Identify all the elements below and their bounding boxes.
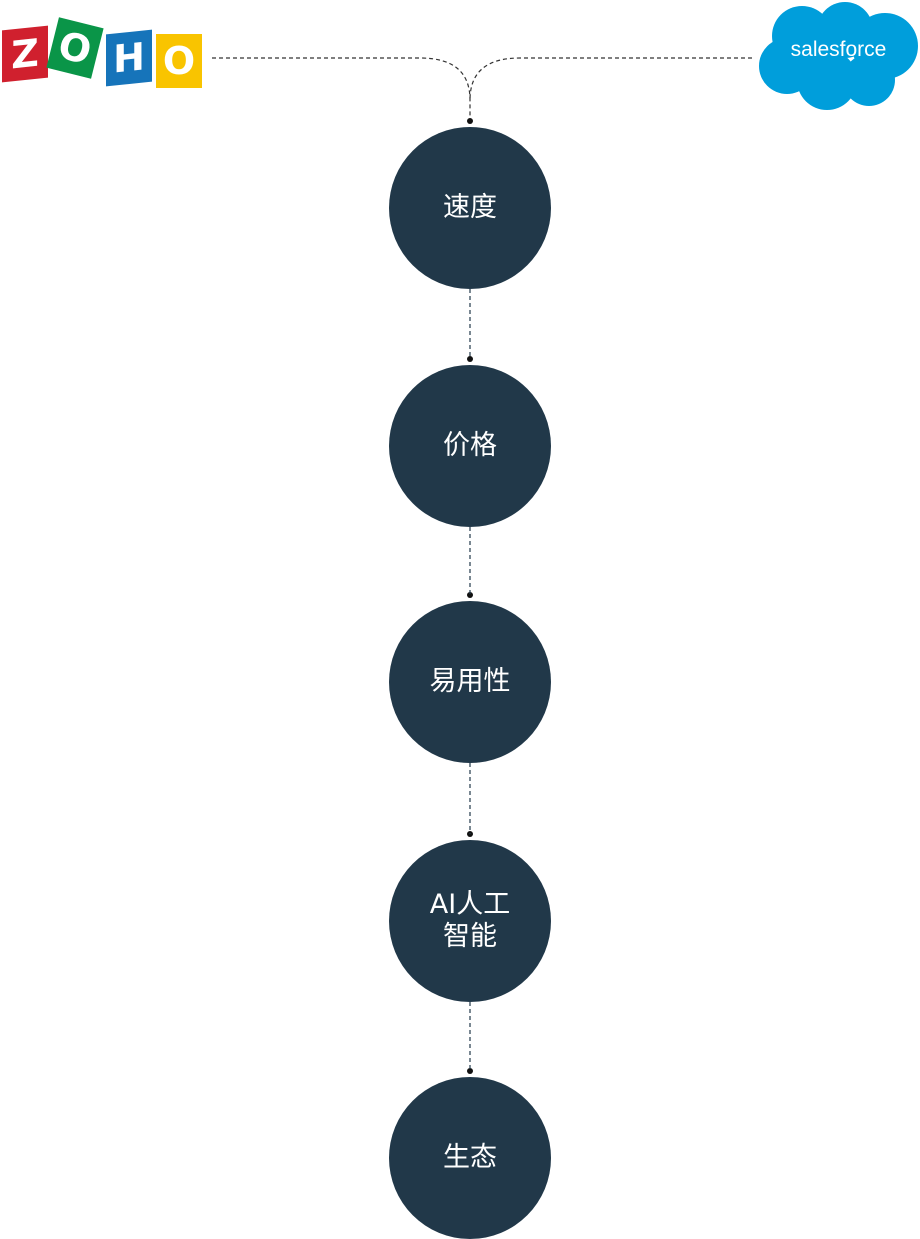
connector-dot (467, 592, 473, 598)
node-label: 价格 (443, 430, 497, 461)
zoho-tile: H (106, 29, 152, 87)
zoho-connector (212, 57, 471, 121)
node-label: AI人工智能 (429, 889, 511, 952)
node-circle: 易用性 (389, 601, 551, 763)
node-circle: 生态 (389, 1077, 551, 1239)
connector-dot (467, 356, 473, 362)
node-label: 易用性 (429, 666, 511, 697)
salesforce-logo: salesforce (757, 0, 920, 112)
connector-dot (467, 1068, 473, 1074)
zoho-tile: O (46, 17, 104, 79)
salesforce-connector (469, 57, 752, 101)
connector-dot (467, 118, 473, 124)
zoho-tile: Z (2, 25, 48, 83)
node-label: 速度 (443, 192, 497, 223)
node-circle: AI人工智能 (389, 840, 551, 1002)
node-circle: 速度 (389, 127, 551, 289)
zoho-tile: O (156, 34, 202, 88)
zoho-logo: Z O H O (0, 17, 210, 93)
node-circle: 价格 (389, 365, 551, 527)
node-label: 生态 (443, 1142, 497, 1173)
salesforce-cloud-icon (759, 2, 918, 110)
